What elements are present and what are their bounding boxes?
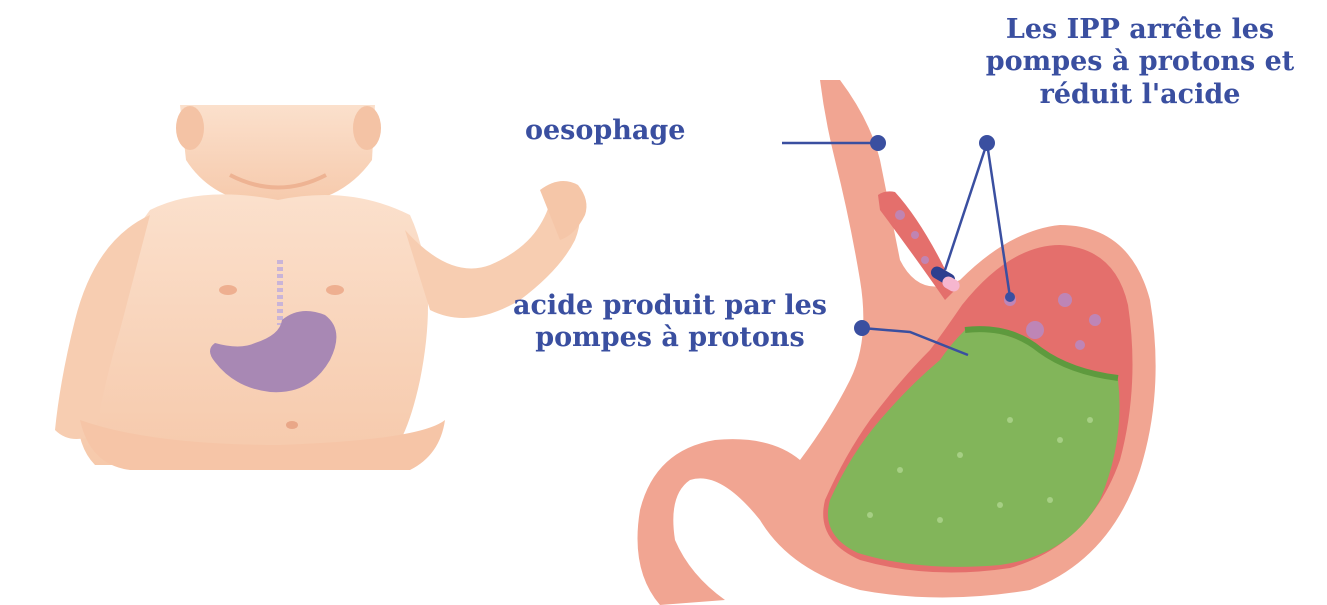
label-ipp-line-1: Les IPP arrête les: [975, 14, 1305, 46]
label-acide: acide produit par les pompes à protons: [495, 290, 845, 355]
label-ipp-line-2: pompes à protons et: [975, 46, 1305, 78]
baby-illustration: [55, 105, 586, 470]
label-acide-line-1: acide produit par les: [495, 290, 845, 322]
label-oesophage: oesophage: [525, 115, 685, 147]
label-ipp: Les IPP arrête les pompes à protons et r…: [975, 14, 1305, 111]
label-acide-line-2: pompes à protons: [495, 322, 845, 354]
label-ipp-line-3: réduit l'acide: [975, 79, 1305, 111]
